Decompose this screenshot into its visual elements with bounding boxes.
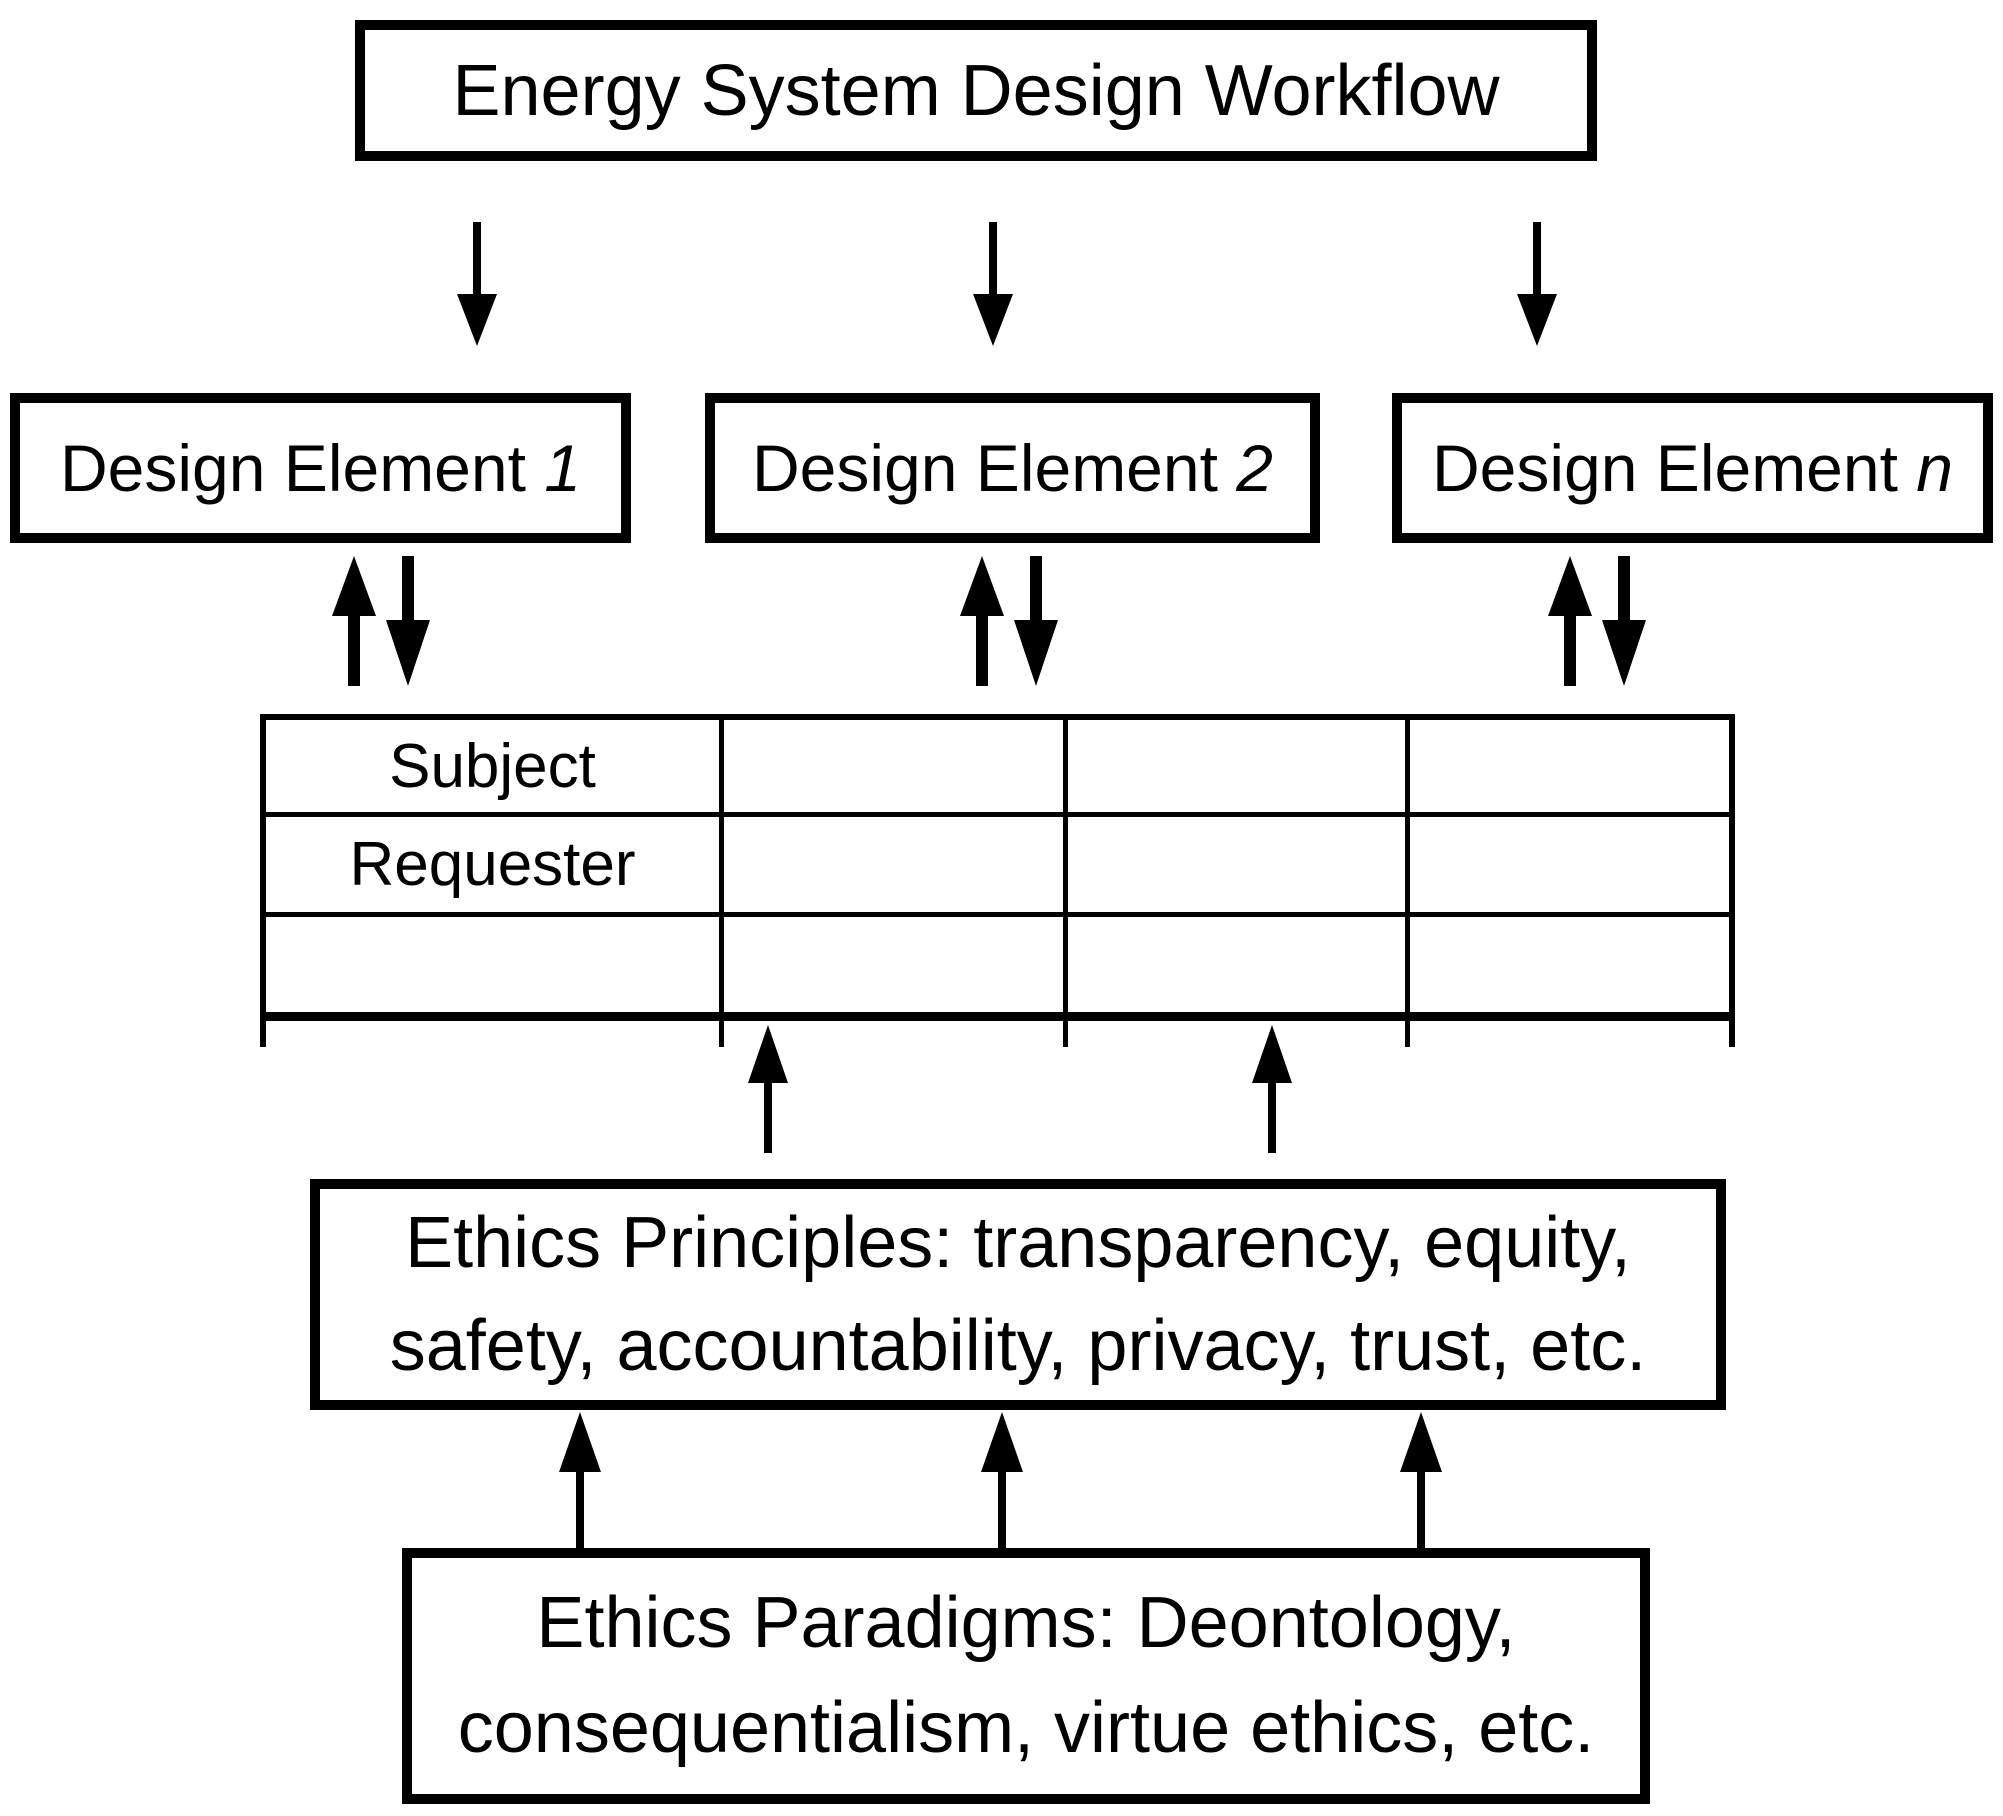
down-arrow-icon xyxy=(973,222,1013,346)
table-cell xyxy=(1068,1021,1410,1047)
bidirectional-arrows-icon xyxy=(332,556,430,686)
row-label: Requester xyxy=(349,830,636,899)
table-cell xyxy=(1410,1021,1729,1047)
table-cell xyxy=(1068,917,1410,1012)
table-cell xyxy=(266,1021,724,1047)
ethics-paradigms-line1: Ethics Paradigms: Deontology, xyxy=(536,1583,1516,1663)
table-row: Requester xyxy=(266,817,1729,917)
table-cell xyxy=(1068,720,1410,812)
table-row-label-cell xyxy=(266,917,724,1012)
ethics-principles-line2: safety, accountability, privacy, trust, … xyxy=(389,1305,1647,1386)
table-row xyxy=(266,917,1729,1021)
table-row-label-cell: Subject xyxy=(266,720,724,812)
design-element-1-label: Design Element 1 xyxy=(60,431,581,505)
workflow-title-text: Energy System Design Workflow xyxy=(452,50,1500,131)
up-arrow-icon xyxy=(748,1025,788,1153)
design-element-1-box: Design Element 1 xyxy=(10,393,631,543)
design-element-2-box: Design Element 2 xyxy=(705,393,1320,543)
design-element-n-box: Design Element n xyxy=(1392,393,1993,543)
down-arrow-icon xyxy=(457,222,497,346)
design-element-2-label: Design Element 2 xyxy=(752,431,1273,505)
table-row-clipped xyxy=(266,1021,1729,1047)
design-element-n-label: Design Element n xyxy=(1432,431,1953,505)
table-row: Subject xyxy=(266,720,1729,817)
workflow-title-box: Energy System Design Workflow xyxy=(355,20,1597,161)
ethics-principles-line1: Ethics Principles: transparency, equity, xyxy=(405,1202,1631,1283)
ethics-paradigms-line2: consequentialism, virtue ethics, etc. xyxy=(457,1688,1595,1768)
table-cell xyxy=(724,817,1068,912)
up-arrow-icon xyxy=(1252,1025,1292,1153)
table-cell xyxy=(724,1021,1068,1047)
ethics-assessment-table: Subject Requester xyxy=(260,714,1735,1047)
bidirectional-arrows-icon xyxy=(1548,556,1646,686)
ethics-principles-box: Ethics Principles: transparency, equity,… xyxy=(310,1179,1726,1410)
up-arrow-icon xyxy=(559,1412,601,1552)
table-cell xyxy=(1410,720,1729,812)
table-cell xyxy=(1410,817,1729,912)
up-arrow-icon xyxy=(1400,1412,1442,1552)
row-label: Subject xyxy=(389,731,596,801)
bidirectional-arrows-icon xyxy=(960,556,1058,686)
table-cell xyxy=(724,720,1068,812)
up-arrow-icon xyxy=(981,1412,1023,1552)
down-arrow-icon xyxy=(1517,222,1557,346)
ethics-paradigms-box: Ethics Paradigms: Deontology, consequent… xyxy=(402,1548,1650,1804)
table-cell xyxy=(1068,817,1410,912)
table-cell xyxy=(1410,917,1729,1012)
table-cell xyxy=(724,917,1068,1012)
table-row-label-cell: Requester xyxy=(266,817,724,912)
